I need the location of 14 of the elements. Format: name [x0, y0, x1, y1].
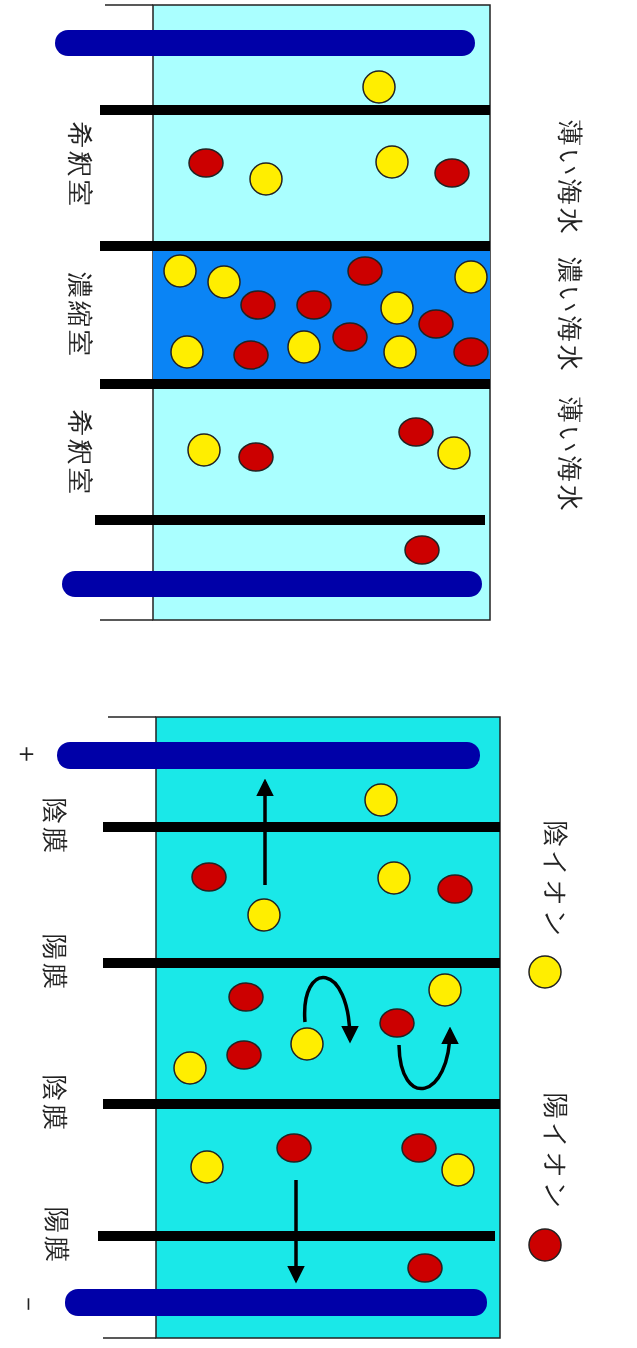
chamber-label: 希釈室 — [66, 121, 94, 209]
electrode-sign: ＋ — [14, 740, 42, 770]
chamber-label: 希釈室 — [66, 409, 94, 497]
membrane-label: 陰膜 — [41, 798, 69, 856]
water-label: 濃い海水 — [556, 256, 584, 374]
chamber-label: 濃縮室 — [66, 271, 94, 359]
legend-label: 陰イオン — [542, 820, 570, 940]
membrane-label: 陽膜 — [41, 934, 69, 992]
electrode-sign: － — [16, 1290, 44, 1320]
water-label: 薄い海水 — [556, 396, 584, 514]
membrane-label: 陰膜 — [41, 1075, 69, 1133]
membrane-label: 陽膜 — [43, 1207, 71, 1265]
water-label: 薄い海水 — [556, 119, 584, 237]
legend-label: 陽イオン — [542, 1092, 570, 1212]
